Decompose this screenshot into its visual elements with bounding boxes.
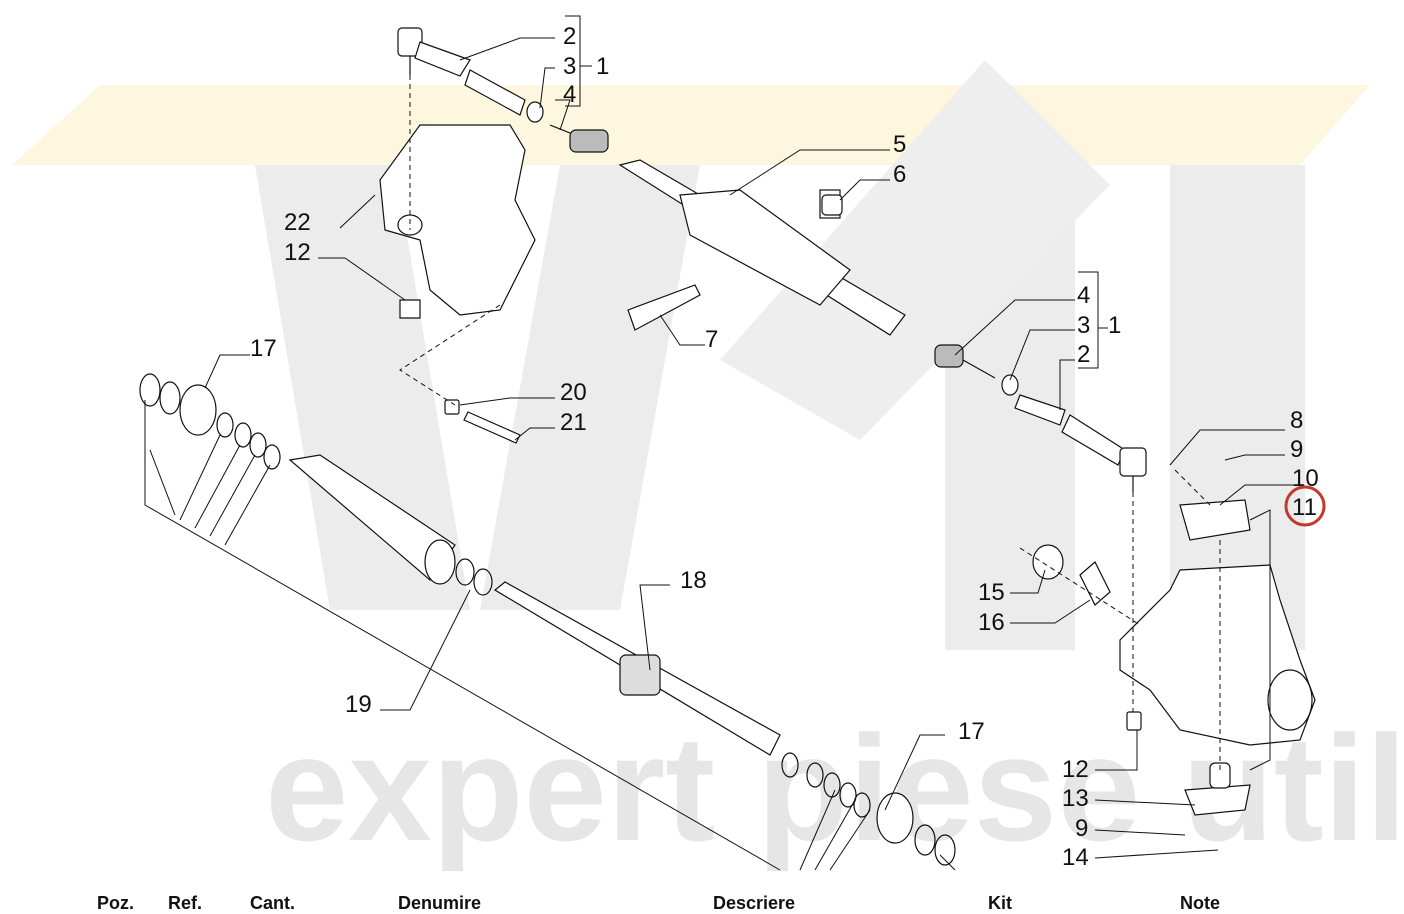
callout-8[interactable]: 8 [1290, 407, 1303, 434]
callout-6[interactable]: 6 [893, 161, 906, 188]
callout-17-bottom[interactable]: 17 [958, 718, 985, 745]
header-notes: Note [1180, 893, 1220, 913]
callout-11[interactable]: 11 [1292, 494, 1317, 521]
callout-14[interactable]: 14 [1062, 844, 1089, 871]
leader-lines [144, 15, 1295, 871]
callout-22[interactable]: 22 [284, 209, 311, 236]
header-kit: Kit [988, 893, 1012, 913]
callout-9-bottom[interactable]: 9 [1075, 815, 1088, 842]
callout-7[interactable]: 7 [705, 326, 718, 353]
highlight-ring [1284, 485, 1326, 527]
callout-12-top[interactable]: 12 [284, 239, 311, 266]
callout-15[interactable]: 15 [978, 579, 1005, 606]
header-pos: Poz. [97, 893, 135, 913]
header-qty: Cant. [250, 893, 295, 913]
callout-4-right[interactable]: 4 [1077, 282, 1090, 309]
callout-13[interactable]: 13 [1062, 785, 1089, 812]
header-name: Denumire [398, 893, 482, 913]
callout-labels: 2 3 1 4 5 6 7 22 12 4 3 1 2 8 9 10 11 15… [250, 23, 1326, 871]
callout-4[interactable]: 4 [563, 81, 576, 108]
callout-16[interactable]: 16 [978, 609, 1005, 636]
header-description: Descriere [713, 893, 796, 913]
callout-19[interactable]: 19 [345, 691, 372, 718]
callout-2[interactable]: 2 [563, 23, 576, 50]
callout-20[interactable]: 20 [560, 379, 587, 406]
watermark-logo: expert piese utilaje [12, 60, 1404, 872]
callout-1-right[interactable]: 1 [1108, 312, 1121, 339]
header-ref: Ref. [168, 893, 203, 913]
callout-12[interactable]: 12 [1062, 756, 1089, 783]
parts-drawing [139, 27, 1316, 866]
assembly-dashed-lines [399, 75, 1221, 770]
callout-3-right[interactable]: 3 [1077, 312, 1090, 339]
callout-2-right[interactable]: 2 [1077, 341, 1090, 368]
callout-18[interactable]: 18 [680, 567, 707, 594]
callout-9[interactable]: 9 [1290, 436, 1303, 463]
callout-3[interactable]: 3 [563, 53, 576, 80]
callout-17-top[interactable]: 17 [250, 335, 277, 362]
callout-21[interactable]: 21 [560, 409, 587, 436]
callout-1[interactable]: 1 [596, 53, 609, 80]
callout-5[interactable]: 5 [893, 131, 906, 158]
